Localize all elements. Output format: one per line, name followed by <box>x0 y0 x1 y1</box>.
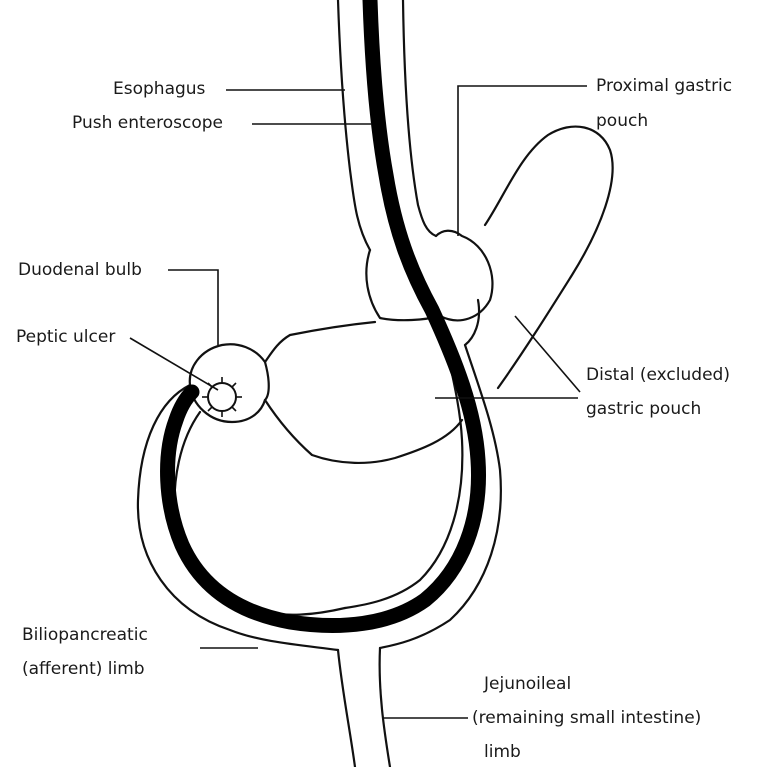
stomach-body-outline <box>265 322 462 463</box>
label-jejunoileal-line2: (remaining small intestine) <box>472 707 701 729</box>
push-enteroscope <box>168 0 479 626</box>
label-proximal-pouch-line2: pouch <box>596 110 648 132</box>
distal-pouch-inner <box>465 300 479 345</box>
label-push-enteroscope: Push enteroscope <box>72 112 223 134</box>
label-esophagus: Esophagus <box>113 78 205 100</box>
esophagus-wall-right <box>403 0 436 236</box>
label-peptic-ulcer: Peptic ulcer <box>16 326 115 348</box>
label-duodenal-bulb: Duodenal bulb <box>18 259 142 281</box>
peptic-ulcer-mark <box>202 377 242 417</box>
label-distal-pouch-line1: Distal (excluded) <box>586 364 730 386</box>
peptic-ulcer-leader <box>130 338 218 390</box>
distal-pouch-leader-1 <box>515 316 580 392</box>
label-biliopancreatic-line2: (afferent) limb <box>22 658 145 680</box>
duodenal-bulb-leader <box>168 270 218 345</box>
label-distal-pouch-line2: gastric pouch <box>586 398 701 420</box>
jejunoileal-left <box>338 650 355 767</box>
label-jejunoileal-line3: limb <box>484 741 521 763</box>
jejunoileal-right <box>380 648 390 767</box>
label-biliopancreatic-line1: Biliopancreatic <box>22 624 148 646</box>
distal-pouch-outline <box>485 127 613 388</box>
label-jejunoileal-line1: Jejunoileal <box>484 673 571 695</box>
label-proximal-pouch-line1: Proximal gastric <box>596 75 732 97</box>
